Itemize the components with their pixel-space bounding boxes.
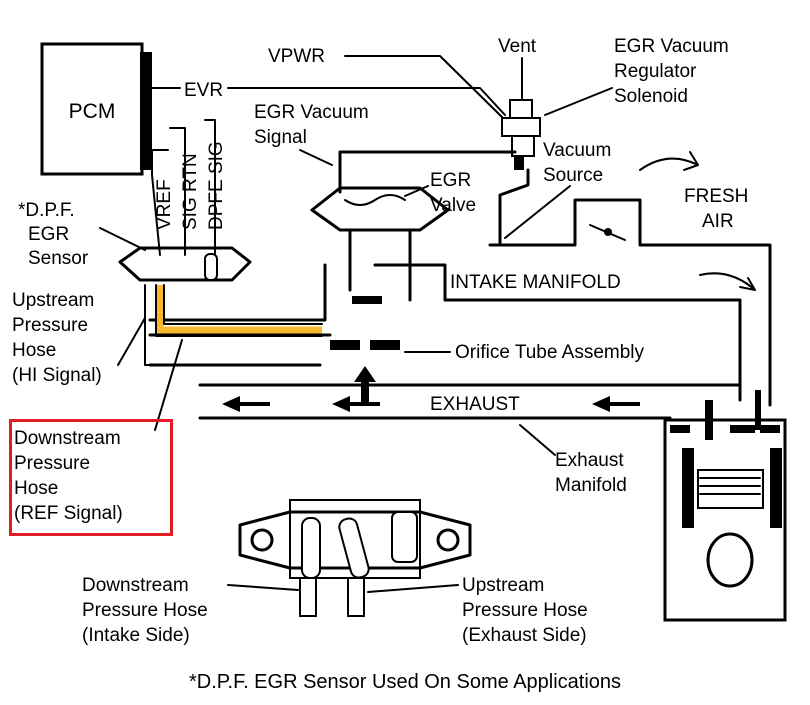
orifice-tube-assembly <box>148 333 400 367</box>
sensor-wires <box>151 119 216 256</box>
footnote: *D.P.F. EGR Sensor Used On Some Applicat… <box>189 671 621 693</box>
downstream-hose-highlight-box <box>9 419 173 536</box>
egr-vac-signal-label-1: EGR Vacuum <box>254 102 369 123</box>
egr-valve-label-2: Valve <box>430 195 476 216</box>
dpf-sensor-label-1: *D.P.F. <box>18 200 75 221</box>
ds-intake-label-1: Downstream <box>82 575 189 596</box>
upstream-hose-leader <box>117 317 146 366</box>
egr-valve-label-1: EGR <box>430 170 471 191</box>
exhaust-flow-arrow-right <box>592 396 640 412</box>
exhaust-manifold-label-1: Exhaust <box>555 450 624 471</box>
intake-manifold-upper <box>488 198 772 407</box>
sensor-detail <box>238 499 472 617</box>
egr-vacuum-regulator-solenoid <box>501 99 541 170</box>
downstream-hose-leader <box>154 339 183 431</box>
orifice-tube-label: Orifice Tube Assembly <box>455 342 645 363</box>
vent-label: Vent <box>498 36 537 57</box>
upstream-pressure-hose <box>144 284 151 366</box>
vacuum-source-label-1: Vacuum <box>543 140 611 161</box>
us-exhaust-label-1: Upstream <box>462 575 544 596</box>
downstream-pressure-hose-outline <box>155 284 323 337</box>
upstream-hose-label-3: Hose <box>12 340 56 361</box>
downstream-pressure-hose <box>156 285 322 334</box>
egr-vac-reg-label-3: Solenoid <box>614 86 688 107</box>
dpf-sensor-leader <box>99 227 146 251</box>
evr-label: EVR <box>184 80 223 101</box>
intake-manifold-label: INTAKE MANIFOLD <box>450 272 621 293</box>
vacuum-source-label-2: Source <box>543 165 603 186</box>
downstream-hose-label-1: Downstream <box>14 428 121 449</box>
us-exhaust-leader <box>367 584 459 593</box>
egr-vac-reg-label-2: Regulator <box>614 61 697 82</box>
vacuum-source-leader <box>504 185 571 239</box>
vref-label: VREF <box>154 179 175 230</box>
exhaust-manifold-label-2: Manifold <box>555 475 627 496</box>
pcm-module: PCM <box>40 42 152 176</box>
upstream-hose-label-1: Upstream <box>12 290 94 311</box>
sig-rtn-label: SIG RTN <box>180 153 201 230</box>
ds-intake-label-3: (Intake Side) <box>82 625 190 646</box>
us-exhaust-label-2: Pressure Hose <box>462 600 588 621</box>
vacuum-signal-hose <box>338 150 517 194</box>
exhaust-flow-arrow-mid <box>332 396 380 412</box>
fresh-air-arrow <box>639 151 699 171</box>
egr-vac-reg-leader <box>544 87 613 116</box>
dpfe-sig-label: DPFE SIG <box>206 141 227 230</box>
exhaust-manifold-leader <box>519 424 556 456</box>
dpf-sensor-label-2: EGR <box>28 224 69 245</box>
vacuum-source-hose <box>498 168 530 247</box>
pcm-label: PCM <box>69 100 116 123</box>
vpwr-label: VPWR <box>268 46 325 67</box>
egr-flow-arrow-up <box>354 366 376 402</box>
vpwr-leader <box>344 55 506 121</box>
egr-valve-leader <box>404 185 429 197</box>
dpf-sensor-label-3: Sensor <box>28 248 89 269</box>
downstream-hose-label-2: Pressure <box>14 453 90 474</box>
fresh-air-label-1: FRESH <box>684 186 748 207</box>
downstream-hose-label-3: Hose <box>14 478 58 499</box>
downstream-hose-label-4: (REF Signal) <box>14 503 123 524</box>
exhaust-flow-arrow-left <box>222 396 270 412</box>
exhaust-pipe <box>198 383 742 420</box>
ds-intake-label-2: Pressure Hose <box>82 600 208 621</box>
egr-vac-reg-label-1: EGR Vacuum <box>614 36 729 57</box>
egr-vac-signal-leader <box>299 149 333 166</box>
intake-flow-arrow <box>699 272 756 291</box>
upstream-hose-label-2: Pressure <box>12 315 88 336</box>
egr-valve <box>310 186 450 304</box>
egr-vac-signal-label-2: Signal <box>254 127 307 148</box>
us-exhaust-label-3: (Exhaust Side) <box>462 625 587 646</box>
evr-wire-b <box>227 87 506 116</box>
intake-manifold-lower <box>148 263 742 402</box>
fresh-air-label-2: AIR <box>702 211 734 232</box>
ds-intake-leader <box>227 584 299 591</box>
engine-cylinder <box>663 390 787 622</box>
exhaust-label: EXHAUST <box>430 394 520 415</box>
upstream-hose-label-4: (HI Signal) <box>12 365 102 386</box>
